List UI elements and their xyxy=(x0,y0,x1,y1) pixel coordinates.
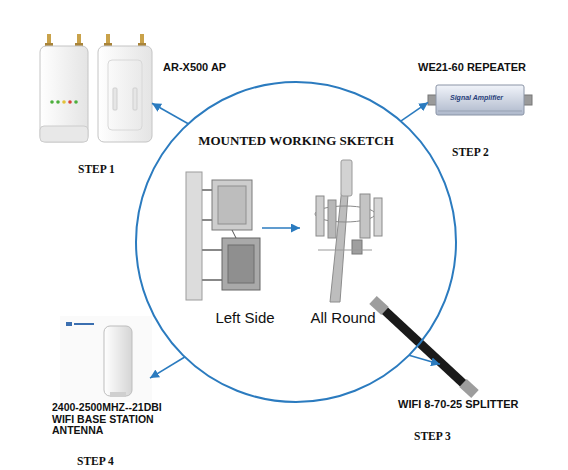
product-name: WE21-60 REPEATER xyxy=(418,61,558,74)
product-box: AR-X500 APSTEP 1 xyxy=(40,32,152,142)
flow-arrow xyxy=(152,103,188,123)
step-label: STEP 3 xyxy=(414,430,474,443)
sketch-caption: Left Side xyxy=(205,309,285,326)
product-name: WIFI 8-70-25 SPLITTER xyxy=(398,398,558,411)
product-name: AR-X500 AP xyxy=(163,61,273,74)
step-label: STEP 4 xyxy=(77,455,137,468)
access-point-unit xyxy=(40,34,88,142)
flow-arrow xyxy=(150,357,185,378)
access-point-unit xyxy=(98,34,152,142)
sketch-circle: MOUNTED WORKING SKETCHLeft SideAll Round xyxy=(135,81,457,403)
product-box: 2400-2500MHZ--21DBI WIFI BASE STATION AN… xyxy=(62,318,150,402)
circle-title: MOUNTED WORKING SKETCH xyxy=(186,134,406,149)
sketch-panel: All Round xyxy=(300,160,395,305)
flow-arrow xyxy=(401,102,428,121)
tower-sketch xyxy=(315,160,382,302)
flow-arrow xyxy=(262,227,300,229)
circle-outline xyxy=(135,81,457,403)
device-label: Signal Amplifier xyxy=(450,94,503,101)
antenna-picture xyxy=(60,316,152,402)
circle-outline xyxy=(136,82,456,402)
repeater-box xyxy=(428,85,532,115)
step-label: STEP 1 xyxy=(78,163,138,176)
mount-sketch xyxy=(186,172,260,300)
flow-arrow xyxy=(409,355,440,364)
sketch-caption: All Round xyxy=(302,309,384,326)
step-label: STEP 2 xyxy=(452,146,512,159)
product-box: WIFI 8-70-25 SPLITTERSTEP 3 xyxy=(440,345,480,395)
splitter-rod xyxy=(373,300,475,394)
product-name: 2400-2500MHZ--21DBI WIFI BASE STATION AN… xyxy=(52,402,182,437)
sketch-panel: Left Side xyxy=(180,168,262,305)
